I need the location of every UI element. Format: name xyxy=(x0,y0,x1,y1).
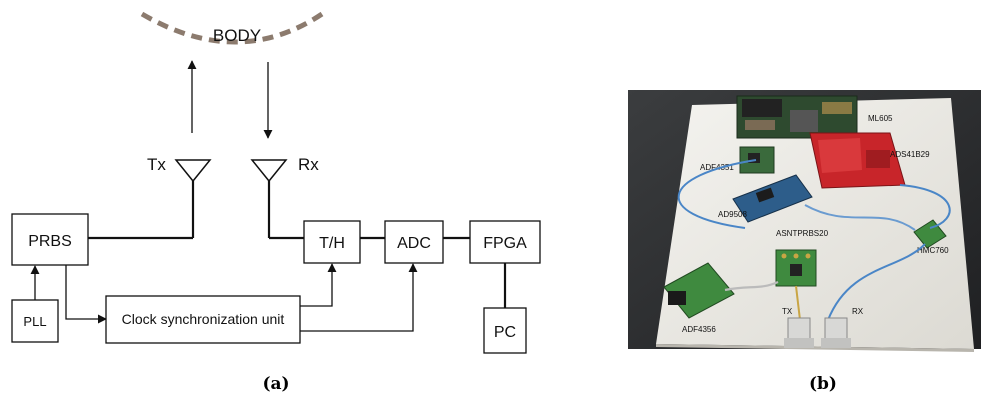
tx-antenna-icon xyxy=(174,159,212,238)
tx-horn-icon xyxy=(784,317,814,348)
label-tx: TX xyxy=(782,307,793,316)
rx-label: Rx xyxy=(298,155,319,174)
label-rx: RX xyxy=(852,307,864,316)
label-ml605: ML605 xyxy=(868,114,893,123)
prbs-label: PRBS xyxy=(28,233,72,250)
th-block xyxy=(303,220,361,264)
clock-sync-block xyxy=(105,295,301,344)
fpga-label: FPGA xyxy=(483,235,527,252)
pc-label: PC xyxy=(494,324,516,341)
blue-cable-3 xyxy=(827,243,926,321)
tx-label: Tx xyxy=(147,155,166,174)
rx-antenna-icon xyxy=(250,159,288,238)
adc-block xyxy=(384,220,444,264)
ml605-board-icon xyxy=(736,95,858,139)
label-adf4356: ADF4356 xyxy=(682,325,716,334)
rx-horn-icon xyxy=(821,317,851,348)
adc-label: ADC xyxy=(397,235,431,252)
pll-label: PLL xyxy=(23,314,46,329)
adf4356-board-icon xyxy=(663,262,735,319)
body-arc xyxy=(140,11,324,45)
asntprbs20-board-icon xyxy=(775,249,817,287)
label-adf4351: ADF4351 xyxy=(700,163,734,172)
prbs-to-clock-arrow xyxy=(65,265,107,324)
label-asntprbs20: ASNTPRBS20 xyxy=(776,229,829,238)
label-hmc760: HMC760 xyxy=(917,246,949,255)
ad9508-board-icon xyxy=(732,174,813,223)
label-ad9508: AD9508 xyxy=(718,210,747,219)
grey-cable xyxy=(724,280,779,292)
caption-a: (a) xyxy=(262,374,289,394)
body-label: BODY xyxy=(213,26,261,45)
caption-b: (b) xyxy=(809,374,837,394)
hardware-photo: ML605 ADS41B29 ADF4351 AD9508 ASNTPR xyxy=(628,90,981,394)
pc-block xyxy=(483,307,527,354)
adf4351-board-icon xyxy=(739,146,775,174)
tx-cable xyxy=(795,285,801,321)
label-ads41b29: ADS41B29 xyxy=(890,150,930,159)
hmc760-board-icon xyxy=(913,219,947,249)
prbs-block xyxy=(11,213,89,266)
clock-sync-label: Clock synchronization unit xyxy=(122,311,285,327)
block-diagram: BODY Tx Rx PRBS PLL Clock synchronizatio xyxy=(11,11,541,394)
blue-cable-2 xyxy=(899,184,951,229)
ads41b29-board-icon xyxy=(809,132,906,189)
clock-to-th-arrow xyxy=(300,263,337,307)
clock-to-adc-arrow xyxy=(300,263,418,332)
th-label: T/H xyxy=(319,235,345,252)
blue-cable-1 xyxy=(677,159,757,229)
pll-block xyxy=(11,299,59,343)
blue-cable-4 xyxy=(804,204,916,231)
